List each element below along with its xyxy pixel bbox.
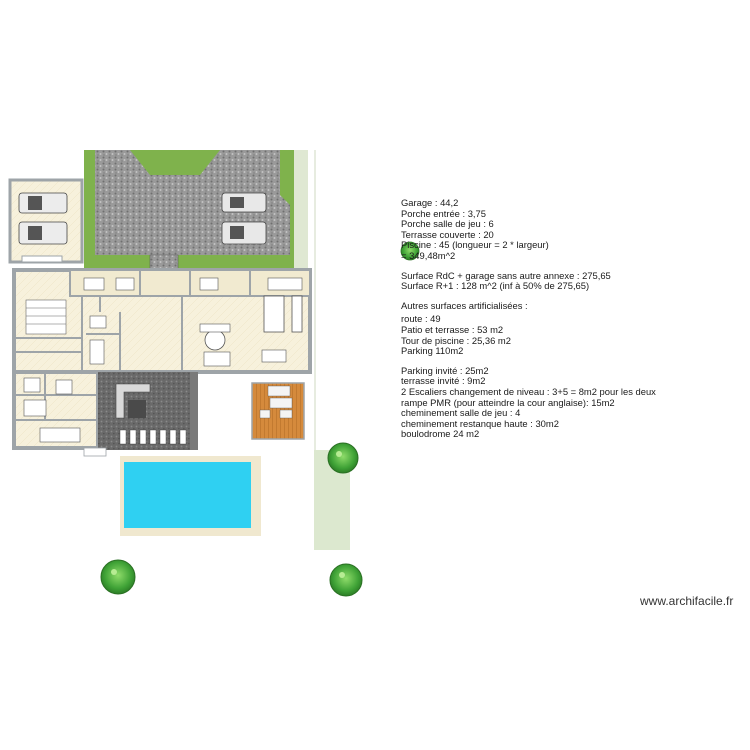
deck-terrace	[251, 382, 305, 440]
totals-block: Surface RdC + garage sans autre annexe :…	[401, 269, 656, 292]
note-line: Patio et terrasse : 53 m2	[401, 323, 504, 335]
note-line: Surface RdC + garage sans autre annexe :…	[401, 269, 611, 281]
patio	[98, 372, 198, 450]
note-line: cheminement salle de jeu : 4	[401, 407, 521, 419]
note-line: Parking 110m2	[401, 345, 464, 357]
note-line: = 349,48m^2	[401, 249, 456, 261]
tree-icon	[400, 241, 420, 261]
note-line: route : 49	[401, 313, 441, 325]
note-line: Parking invité : 25m2	[401, 364, 489, 376]
other-surfaces-block: Autres surfaces artificialisées : route …	[401, 299, 656, 357]
note-line: Surface R+1 : 128 m^2 (inf à 50% de 275,…	[401, 280, 590, 292]
note-line: Piscine : 45 (longueur = 2 * largeur)	[401, 239, 549, 251]
note-line: boulodrome 24 m2	[401, 428, 480, 440]
watermark-link[interactable]: www.archifacile.fr	[640, 594, 734, 608]
garage	[8, 178, 84, 264]
note-line: Tour de piscine : 25,36 m2	[401, 334, 511, 346]
house	[12, 268, 312, 450]
note-line: Porche salle de jeu : 6	[401, 218, 494, 230]
note-line: cheminement restanque haute : 30m2	[401, 417, 559, 429]
parked-cars	[221, 192, 267, 245]
note-line: terrasse invité : 9m2	[401, 375, 486, 387]
note-heading: Autres surfaces artificialisées :	[401, 299, 528, 311]
tree-icon	[329, 563, 363, 597]
note-line: rampe PMR (pour atteindre la cour anglai…	[401, 396, 615, 408]
surfaces-block: Garage : 44,2 Porche entrée : 3,75 Porch…	[401, 197, 656, 262]
tree-icon	[327, 442, 359, 474]
tree-icon	[100, 559, 136, 595]
note-line: Garage : 44,2	[401, 197, 459, 208]
note-line: Terrasse couverte : 20	[401, 228, 494, 240]
note-line: Porche entrée : 3,75	[401, 207, 486, 219]
note-line: 2 Escaliers changement de niveau : 3+5 =…	[401, 385, 656, 397]
swimming-pool	[120, 456, 261, 536]
surface-notes: Garage : 44,2 Porche entrée : 3,75 Porch…	[401, 197, 656, 449]
entry-steps	[83, 447, 107, 457]
extras-block: Parking invité : 25m2 terrasse invité : …	[401, 364, 656, 440]
